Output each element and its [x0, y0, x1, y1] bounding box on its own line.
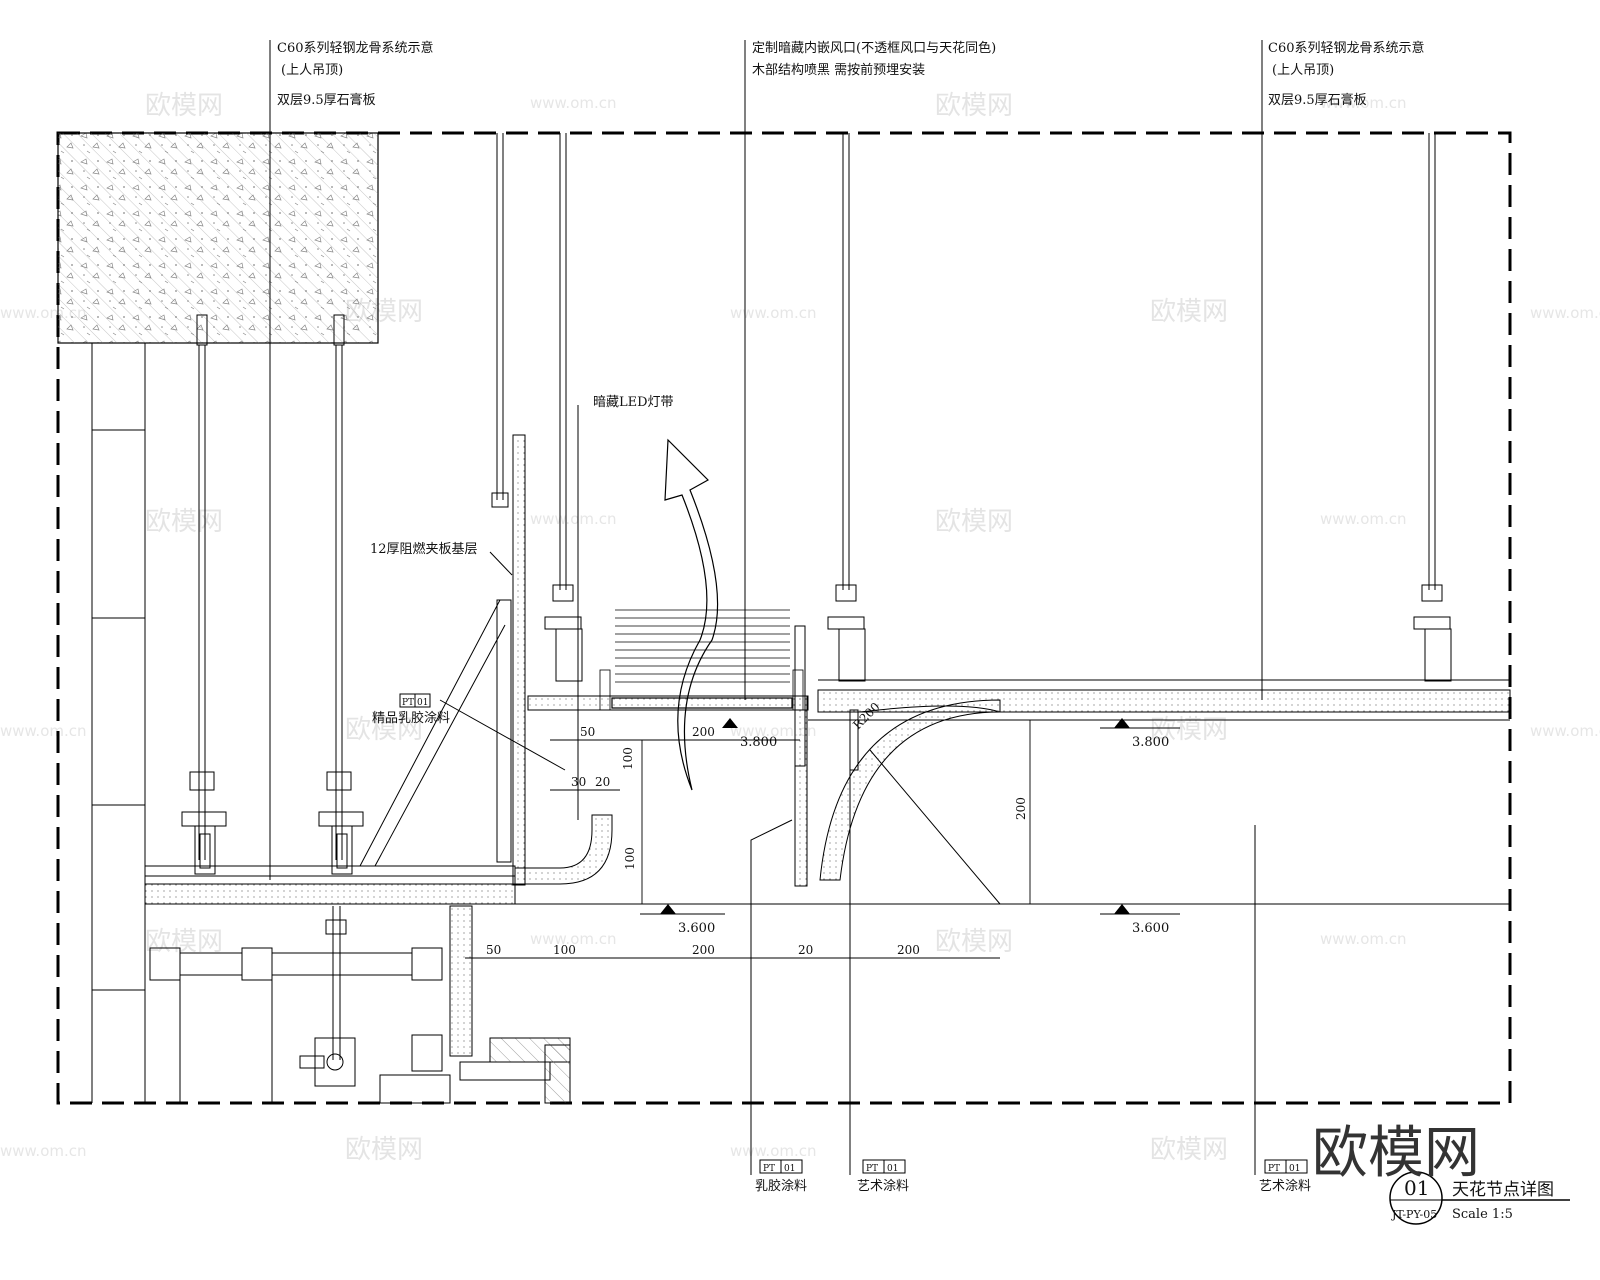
svg-text:www.om.cn: www.om.cn	[730, 1142, 817, 1160]
svg-text:200: 200	[692, 725, 715, 739]
svg-text:100: 100	[623, 847, 637, 870]
title-name: 天花节点详图	[1452, 1180, 1554, 1200]
tag-bottom-3: PT 01 艺术涂料	[1259, 1159, 1311, 1194]
svg-text:200: 200	[897, 943, 920, 957]
svg-text:艺术涂料: 艺术涂料	[1259, 1178, 1311, 1194]
svg-text:50: 50	[486, 943, 501, 957]
svg-text:www.om.cn: www.om.cn	[0, 1142, 87, 1160]
svg-text:20: 20	[798, 943, 813, 957]
svg-text:www.om.cn: www.om.cn	[730, 304, 817, 322]
svg-text:欧模网: 欧模网	[935, 507, 1013, 537]
svg-text:木部结构喷黑 需按前预埋安装: 木部结构喷黑 需按前预埋安装	[752, 62, 925, 78]
svg-text:艺术涂料: 艺术涂料	[857, 1178, 909, 1194]
svg-text:PT: PT	[1268, 1164, 1280, 1174]
svg-text:双层9.5厚石膏板: 双层9.5厚石膏板	[277, 92, 376, 108]
svg-text:定制暗藏内嵌风口(不透框风口与天花同色): 定制暗藏内嵌风口(不透框风口与天花同色)	[752, 40, 996, 56]
svg-text:www.om.cn: www.om.cn	[1320, 510, 1407, 528]
svg-text:www.om.cn: www.om.cn	[1530, 304, 1600, 322]
svg-text:PT: PT	[402, 698, 414, 708]
title-block: 01 JT-PY-05 天花节点详图 Scale 1:5	[1389, 1171, 1570, 1225]
svg-text:3.800: 3.800	[740, 735, 777, 750]
svg-text:(上人吊顶): (上人吊顶)	[1272, 63, 1334, 78]
svg-text:欧模网: 欧模网	[345, 1135, 423, 1165]
vertical-board	[359, 434, 526, 886]
svg-text:双层9.5厚石膏板: 双层9.5厚石膏板	[1268, 92, 1367, 108]
svg-text:欧模网: 欧模网	[145, 91, 223, 121]
concrete-slab	[57, 132, 379, 344]
airflow-arrow	[664, 438, 719, 791]
svg-text:100: 100	[553, 943, 576, 957]
leader-lines	[269, 40, 1263, 1175]
tag-bottom-2: PT 01 艺术涂料	[857, 1159, 909, 1194]
svg-text:C60系列轻钢龙骨系统示意: C60系列轻钢龙骨系统示意	[1268, 40, 1425, 56]
hanger-rods-left	[181, 314, 364, 875]
svg-text:欧模网: 欧模网	[1150, 1135, 1228, 1165]
svg-text:精品乳胶涂料: 精品乳胶涂料	[372, 710, 450, 726]
svg-text:www.om.cn: www.om.cn	[1320, 94, 1407, 112]
svg-text:欧模网: 欧模网	[145, 927, 223, 957]
vent-grille	[599, 609, 804, 711]
level-marker-4: 3.800	[1100, 718, 1180, 750]
svg-text:www.om.cn: www.om.cn	[0, 722, 87, 740]
watermark-logo: 欧模网	[1312, 1121, 1480, 1186]
svg-text:01: 01	[417, 698, 428, 708]
tag-paint-left: PT 01 精品乳胶涂料	[372, 693, 450, 726]
svg-text:欧模网: 欧模网	[145, 507, 223, 537]
hanger-rods-right	[491, 133, 1452, 682]
lower-ceiling-board	[144, 814, 613, 905]
svg-text:50: 50	[580, 725, 595, 739]
svg-text:3.600: 3.600	[1132, 921, 1169, 936]
svg-text:3.600: 3.600	[678, 921, 715, 936]
svg-text:01: 01	[1289, 1164, 1300, 1174]
svg-text:www.om.cn: www.om.cn	[530, 510, 617, 528]
title-number: 01	[1404, 1176, 1429, 1200]
dimension-lines	[465, 720, 1031, 959]
svg-text:200: 200	[692, 943, 715, 957]
detail-boundary	[56, 131, 1512, 1105]
svg-text:www.om.cn: www.om.cn	[1320, 930, 1407, 948]
svg-text:30: 30	[571, 775, 586, 789]
title-scale: Scale 1:5	[1452, 1207, 1513, 1222]
svg-text:3.800: 3.800	[1132, 735, 1169, 750]
level-marker-2: 3.800	[722, 718, 777, 750]
svg-text:乳胶涂料: 乳胶涂料	[755, 1178, 807, 1194]
svg-text:欧模网: 欧模网	[935, 927, 1013, 957]
svg-text:www.om.cn: www.om.cn	[530, 930, 617, 948]
lower-structure	[144, 905, 571, 1104]
note-board: 12厚阻燃夹板基层	[370, 541, 478, 557]
level-lines	[472, 719, 1510, 905]
svg-text:100: 100	[621, 747, 635, 770]
svg-text:C60系列轻钢龙骨系统示意: C60系列轻钢龙骨系统示意	[277, 40, 434, 56]
svg-text:200: 200	[1014, 797, 1028, 820]
left-wall	[91, 343, 146, 1103]
svg-text:欧模网: 欧模网	[1150, 297, 1228, 327]
svg-text:欧模网: 欧模网	[935, 91, 1013, 121]
svg-text:欧模网: 欧模网	[345, 715, 423, 745]
svg-text:www.om.cn: www.om.cn	[1530, 722, 1600, 740]
svg-text:PT: PT	[763, 1164, 775, 1174]
svg-text:PT: PT	[866, 1164, 878, 1174]
note-top-middle: 定制暗藏内嵌风口(不透框风口与天花同色) 木部结构喷黑 需按前预埋安装	[752, 40, 996, 78]
svg-text:01: 01	[784, 1164, 795, 1174]
note-top-right: C60系列轻钢龙骨系统示意 (上人吊顶) 双层9.5厚石膏板	[1268, 40, 1425, 108]
note-led: 暗藏LED灯带	[593, 395, 674, 410]
svg-text:01: 01	[887, 1164, 898, 1174]
svg-text:20: 20	[595, 775, 610, 789]
tag-bottom-1: PT 01 乳胶涂料	[755, 1159, 807, 1194]
svg-text:www.om.cn: www.om.cn	[530, 94, 617, 112]
svg-text:(上人吊顶): (上人吊顶)	[281, 63, 343, 78]
level-marker-1: 3.600	[640, 904, 725, 936]
level-marker-3: 3.600	[1100, 904, 1180, 936]
title-sheet: JT-PY-05	[1391, 1208, 1437, 1221]
note-top-left: C60系列轻钢龙骨系统示意 (上人吊顶) 双层9.5厚石膏板	[277, 40, 434, 108]
upper-ceiling-board	[527, 625, 1511, 887]
